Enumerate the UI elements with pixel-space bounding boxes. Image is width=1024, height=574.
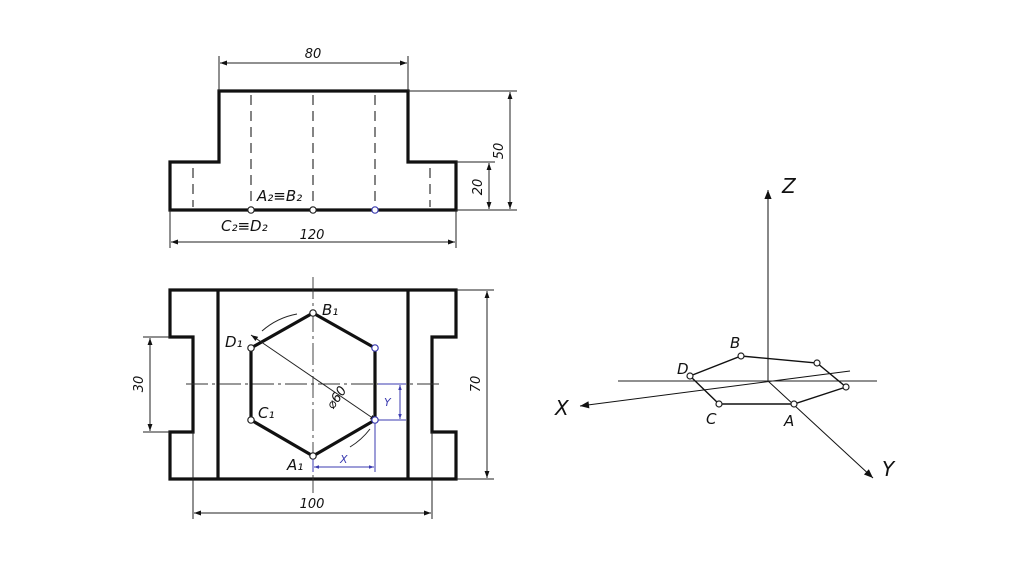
label-a1: A₁ <box>286 456 303 474</box>
label-b1: B₁ <box>322 301 338 319</box>
point-a2-b2 <box>247 206 255 214</box>
point-b <box>737 352 745 360</box>
point-d1 <box>247 344 255 352</box>
point-a1 <box>309 452 317 460</box>
top-view: ⌀60 B₁ D₁ C₁ A₁ Y X 100 70 <box>132 277 494 519</box>
axis-y-label: Y <box>882 457 896 481</box>
dimension-80-label: 80 <box>305 47 322 62</box>
label-d1: D₁ <box>225 333 243 351</box>
diameter-leader-line <box>250 334 378 422</box>
point-hexagon-vertex <box>842 383 850 391</box>
point-hexagon-vertex <box>813 359 821 367</box>
point-c1 <box>247 416 255 424</box>
dimension-50-label: 50 <box>492 143 507 160</box>
circle-arc-diameter-60 <box>261 313 298 332</box>
label-a2b2: A₂≡B₂ <box>256 187 302 205</box>
axis-x-label: X <box>554 396 570 420</box>
circle-arc-diameter-60 <box>349 428 371 448</box>
dimension-100-label: 100 <box>300 497 325 512</box>
label-c1: C₁ <box>258 404 275 422</box>
point-b1 <box>309 309 317 317</box>
point-hexagon-vertex <box>371 344 379 352</box>
point-hexagon-vertex <box>371 206 379 214</box>
label-c2d2: C₂≡D₂ <box>221 217 268 235</box>
coordinate-x-label: X <box>339 453 348 466</box>
dimension-70-label: 70 <box>469 376 484 393</box>
front-view: A₂≡B₂ C₂≡D₂ 80 120 50 20 <box>168 47 517 248</box>
dimension-120-label: 120 <box>300 228 325 243</box>
axonometric-view: Z X Y B D C A <box>554 174 896 481</box>
label-b: B <box>730 334 740 352</box>
point-d <box>686 372 694 380</box>
point-c <box>715 400 723 408</box>
label-c: C <box>706 410 717 428</box>
axis-y <box>767 380 874 479</box>
point-c2-d2 <box>309 206 317 214</box>
point-a <box>790 400 798 408</box>
axis-x <box>579 370 851 409</box>
point-hexagon-vertex <box>371 416 379 424</box>
label-a: A <box>783 412 794 430</box>
dimension-30-label: 30 <box>132 376 147 393</box>
label-d: D <box>677 360 689 378</box>
dimension-20-label: 20 <box>471 179 486 196</box>
coordinate-y-label: Y <box>384 396 392 409</box>
axis-z-label: Z <box>781 174 797 198</box>
